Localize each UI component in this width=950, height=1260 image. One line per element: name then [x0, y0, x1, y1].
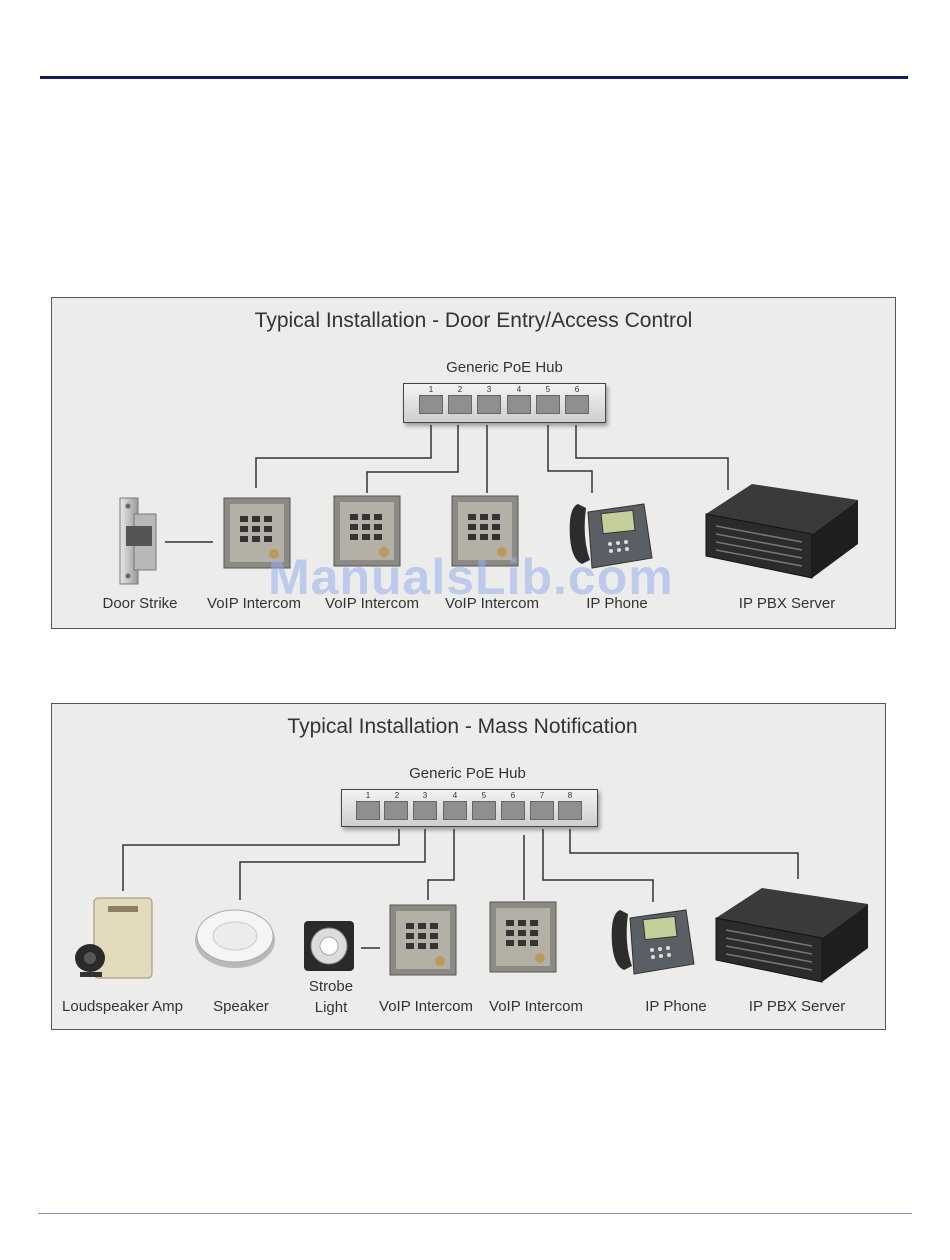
device-label: IP PBX Server: [732, 998, 862, 1015]
port-number: 1: [361, 791, 375, 800]
port-number: 8: [563, 791, 577, 800]
panel-title: Typical Installation - Mass Notification: [40, 715, 885, 739]
port-number: 1: [424, 385, 438, 394]
port-number: 3: [482, 385, 496, 394]
loudspeaker-amp-icon: [72, 896, 158, 982]
device-label: Loudspeaker Amp: [55, 998, 190, 1015]
port-number: 4: [448, 791, 462, 800]
device-label: IP Phone: [630, 998, 722, 1015]
port-number: 7: [535, 791, 549, 800]
header-rule: [40, 76, 908, 79]
device-label: VoIP Intercom: [480, 998, 592, 1015]
intercom-icon: [388, 903, 460, 977]
port-number: 5: [477, 791, 491, 800]
hub-label: Generic PoE Hub: [385, 765, 550, 782]
port-number: 6: [570, 385, 584, 394]
hub-port: [501, 801, 525, 820]
hub-port: [558, 801, 582, 820]
hub-port: [530, 801, 554, 820]
port-number: 4: [512, 385, 526, 394]
hub-port: [448, 395, 472, 414]
hub-port: [565, 395, 589, 414]
port-number: 3: [418, 791, 432, 800]
strobe-light-icon: [302, 919, 356, 973]
mass-notification-panel: Typical Installation - Mass Notification…: [51, 703, 886, 1030]
device-label: VoIP Intercom: [370, 998, 482, 1015]
device-label: Door Strike: [95, 595, 185, 612]
panel-title: Typical Installation - Door Entry/Access…: [52, 309, 895, 333]
port-number: 2: [453, 385, 467, 394]
hub-port: [384, 801, 408, 820]
server-icon: [702, 478, 862, 580]
hub-port: [413, 801, 437, 820]
hub-label: Generic PoE Hub: [422, 359, 587, 376]
device-label: IP PBX Server: [722, 595, 852, 612]
poe-hub: 1 2 3 4 5 6: [403, 383, 606, 423]
port-number: 6: [506, 791, 520, 800]
device-label: Strobe: [296, 978, 366, 995]
device-label: Speaker: [200, 998, 282, 1015]
speaker-icon: [192, 904, 278, 972]
hub-port: [356, 801, 380, 820]
hub-port: [536, 395, 560, 414]
hub-port: [472, 801, 496, 820]
device-label: Light: [296, 999, 366, 1016]
port-number: 5: [541, 385, 555, 394]
door-strike-icon: [118, 496, 160, 586]
ip-phone-icon: [604, 904, 698, 980]
watermark: ManualsLib.com: [268, 548, 674, 606]
hub-port: [443, 801, 467, 820]
hub-port: [507, 395, 531, 414]
poe-hub: 1 2 3 4 5 6 7 8: [341, 789, 598, 827]
port-number: 2: [390, 791, 404, 800]
intercom-icon: [488, 900, 560, 974]
footer-rule: [38, 1213, 912, 1214]
server-icon: [712, 882, 872, 984]
hub-port: [419, 395, 443, 414]
hub-port: [477, 395, 501, 414]
